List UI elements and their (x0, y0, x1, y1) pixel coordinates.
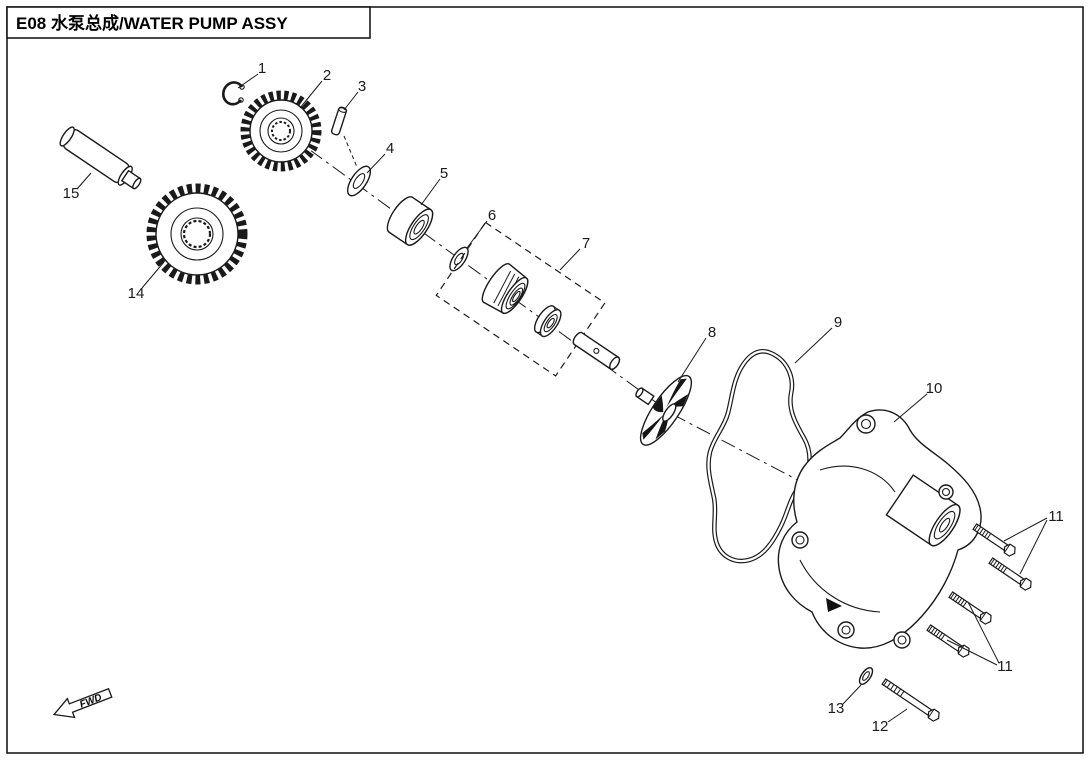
callout-9: 9 (834, 314, 842, 331)
part-6-washer (449, 246, 469, 272)
part-10-pump-cover (777, 409, 982, 649)
part-5-bearing (386, 196, 434, 246)
callout-12: 12 (872, 718, 889, 735)
callout-10: 10 (926, 380, 943, 397)
callout-1: 1 (258, 60, 266, 77)
part-11-bolts-upper (971, 521, 1035, 593)
cover-cast-mark (826, 598, 842, 612)
callout-15: 15 (63, 185, 80, 202)
callout-7: 7 (582, 235, 590, 252)
callout-11-upper: 11 (1048, 508, 1064, 525)
part-11-bolts-lower (925, 589, 995, 660)
callout-14: 14 (128, 285, 145, 302)
fwd-arrow: FWD (52, 687, 113, 719)
callout-11-lower: 11 (997, 658, 1013, 675)
page-border (6, 6, 1084, 754)
callout-3: 3 (358, 78, 366, 95)
part-13-washer (858, 667, 874, 685)
callout-5: 5 (440, 165, 448, 182)
part-2-gear (240, 90, 322, 172)
callout-2: 2 (323, 67, 331, 84)
callout-13: 13 (828, 700, 845, 717)
part-7-seal-assembly (435, 221, 621, 377)
leader-lines (76, 73, 1048, 723)
pin-axis-line (343, 135, 358, 168)
part-12-bolt (880, 676, 943, 724)
fwd-arrow-label: FWD (78, 692, 103, 710)
part-4-washer (346, 165, 372, 197)
diagram-title: E08 水泵总成/WATER PUMP ASSY (16, 13, 288, 33)
callout-4: 4 (386, 140, 394, 157)
part-9-gasket (706, 349, 812, 564)
part-15-shaft (59, 126, 142, 190)
title-box: E08 水泵总成/WATER PUMP ASSY (6, 6, 371, 39)
callout-8: 8 (708, 324, 716, 341)
part-8-impeller (635, 374, 693, 446)
part-14-gear (146, 183, 248, 285)
part-3-pin (330, 106, 348, 136)
fwd-arrow-icon (52, 687, 113, 719)
callout-6: 6 (488, 207, 496, 224)
